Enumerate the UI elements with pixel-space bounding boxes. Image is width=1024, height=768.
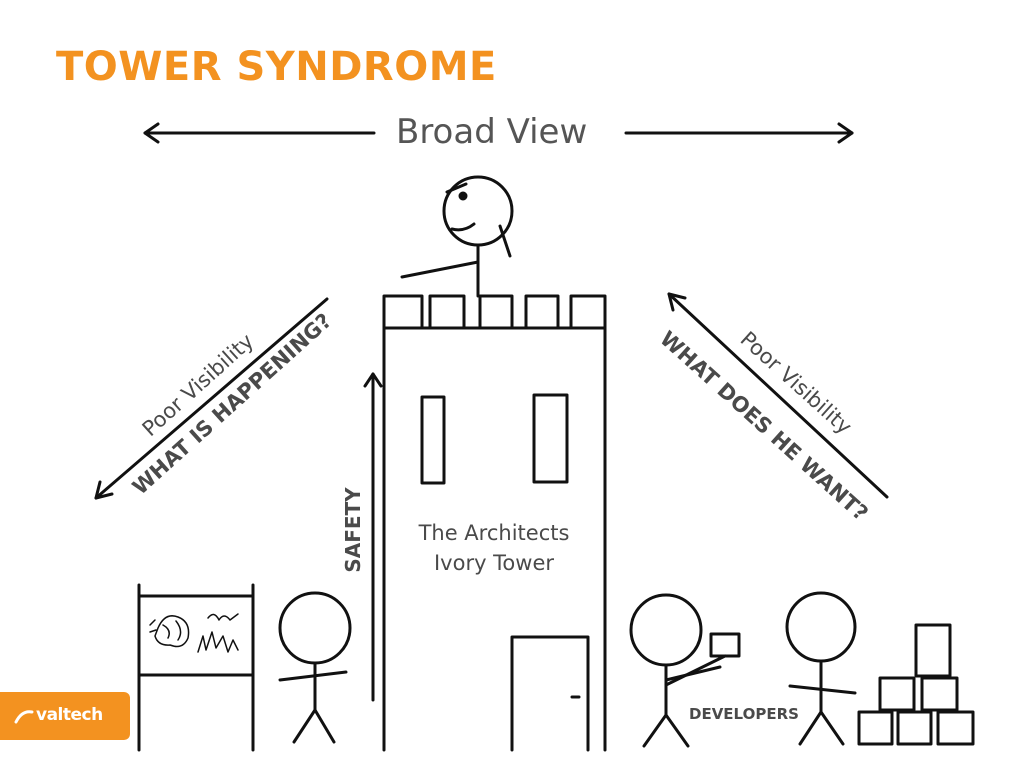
valtech-logo-text: valtech: [36, 705, 103, 725]
broad-view-arrow-left: [143, 122, 376, 144]
left-visibility-arrow: [94, 297, 329, 500]
tower-label: The Architects Ivory Tower: [384, 518, 604, 578]
observer-figure: [278, 591, 352, 744]
valtech-logo: valtech: [0, 692, 130, 740]
safety-arrow: [363, 372, 383, 702]
whiteboard-scribbles: [149, 613, 239, 653]
slide-title: TOWER SYNDROME: [56, 44, 497, 90]
developer-figure-1: [629, 593, 741, 748]
block-stack: [857, 623, 975, 746]
developer-figure-2: [785, 591, 857, 746]
ivory-tower: [382, 294, 607, 752]
broad-view-label: Broad View: [396, 112, 588, 152]
whiteboard: [137, 583, 255, 752]
broad-view-arrow-right: [624, 122, 854, 144]
tower-label-line-2: Ivory Tower: [433, 551, 555, 575]
tower-label-line-1: The Architects: [418, 521, 570, 545]
developers-label: DEVELOPERS: [689, 705, 799, 723]
architect-figure: [400, 175, 514, 298]
right-visibility-arrow: [667, 292, 889, 499]
safety-label: SAFETY: [341, 487, 365, 573]
valtech-swoosh-icon: [14, 710, 34, 724]
